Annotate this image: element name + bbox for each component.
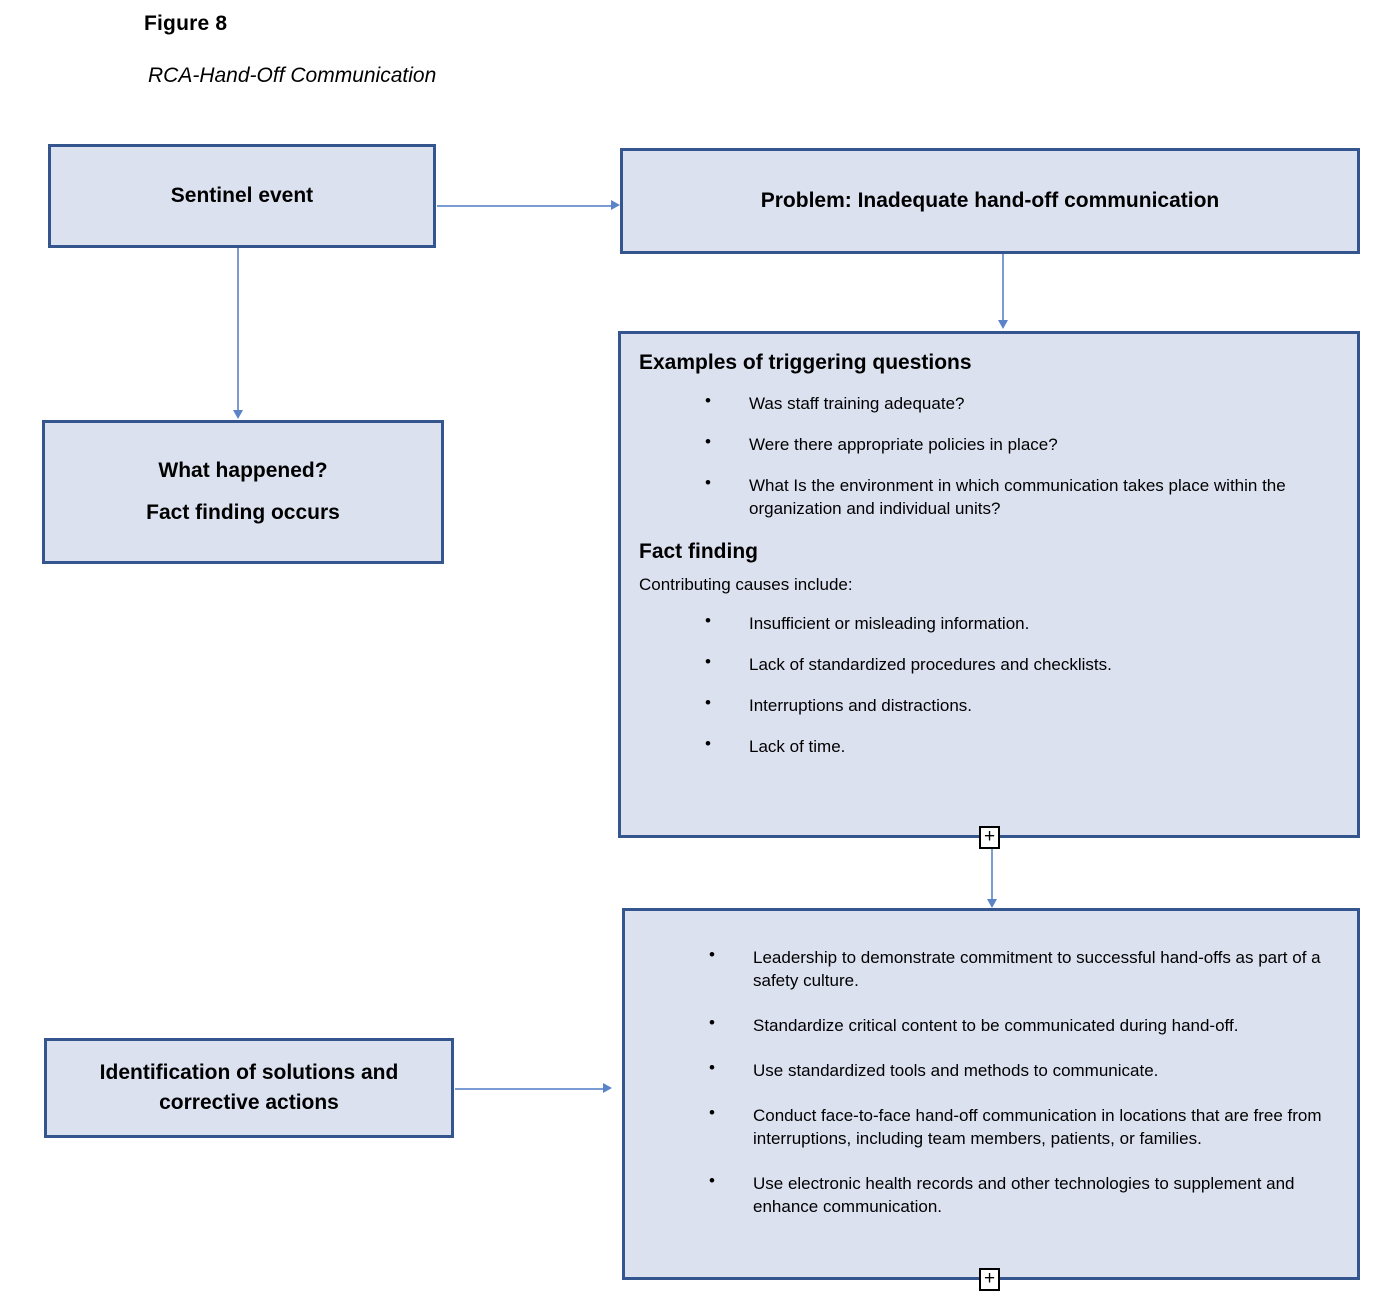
examples-content: Examples of triggering questions Was sta… (639, 348, 1339, 759)
node-what-happened-line-2: Fact finding occurs (146, 501, 340, 524)
connector-sentinel-to-what (237, 248, 239, 412)
solutions-list: Leadership to demonstrate commitment to … (643, 944, 1339, 1219)
examples-heading: Examples of triggering questions (639, 351, 972, 374)
plus-icon: + (983, 1268, 996, 1289)
node-examples-and-fact-finding[interactable]: Examples of triggering questions Was sta… (618, 331, 1360, 838)
node-what-happened-line-1: What happened? (158, 458, 328, 482)
node-identification-line-2: corrective actions (159, 1091, 339, 1114)
arrowhead-examples-to-solutions (987, 899, 997, 908)
list-item: Insufficient or misleading information. (639, 610, 1339, 636)
arrowhead-identification-to-solutions (603, 1083, 612, 1093)
node-problem-label: Problem: Inadequate hand-off communicati… (760, 188, 1220, 212)
list-item: Conduct face-to-face hand-off communicat… (643, 1102, 1339, 1151)
node-problem[interactable]: Problem: Inadequate hand-off communicati… (620, 148, 1360, 254)
connector-identification-to-solutions (455, 1088, 605, 1090)
list-item: Were there appropriate policies in place… (639, 431, 1339, 457)
list-item: What Is the environment in which communi… (639, 472, 1339, 521)
triggering-questions-list: Was staff training adequate? Were there … (639, 390, 1339, 521)
list-item: Lack of standardized procedures and chec… (639, 651, 1339, 677)
list-item: Leadership to demonstrate commitment to … (643, 944, 1339, 993)
list-item: Standardize critical content to be commu… (643, 1012, 1339, 1038)
list-item: Use standardized tools and methods to co… (643, 1057, 1339, 1083)
list-item: Was staff training adequate? (639, 390, 1339, 416)
node-sentinel-event[interactable]: Sentinel event (48, 144, 436, 248)
arrowhead-sentinel-to-problem (611, 200, 620, 210)
node-identification-line-1: Identification of solutions and (99, 1060, 399, 1084)
list-item: Interruptions and distractions. (639, 692, 1339, 718)
contributing-causes-list: Insufficient or misleading information. … (639, 610, 1339, 759)
connector-sentinel-to-problem (437, 205, 613, 207)
fact-finding-heading: Fact finding (639, 539, 758, 563)
connector-examples-to-solutions (991, 840, 993, 904)
arrowhead-problem-to-examples (998, 320, 1008, 329)
plus-icon: + (983, 826, 996, 847)
expand-handle-examples[interactable]: + (979, 826, 1000, 849)
list-item: Use electronic health records and other … (643, 1170, 1339, 1219)
figure-subtitle: RCA-Hand-Off Communication (148, 64, 437, 87)
expand-handle-solutions[interactable]: + (979, 1268, 1000, 1291)
connector-problem-to-examples (1002, 254, 1004, 322)
node-solutions-list[interactable]: Leadership to demonstrate commitment to … (622, 908, 1360, 1280)
figure-number: Figure 8 (144, 12, 228, 35)
node-what-happened[interactable]: What happened? Fact finding occurs (42, 420, 444, 564)
node-identification-of-solutions[interactable]: Identification of solutions and correcti… (44, 1038, 454, 1138)
list-item: Lack of time. (639, 733, 1339, 759)
contributing-causes-intro: Contributing causes include: (639, 575, 853, 595)
node-sentinel-event-label: Sentinel event (170, 183, 314, 207)
arrowhead-sentinel-to-what (233, 410, 243, 419)
